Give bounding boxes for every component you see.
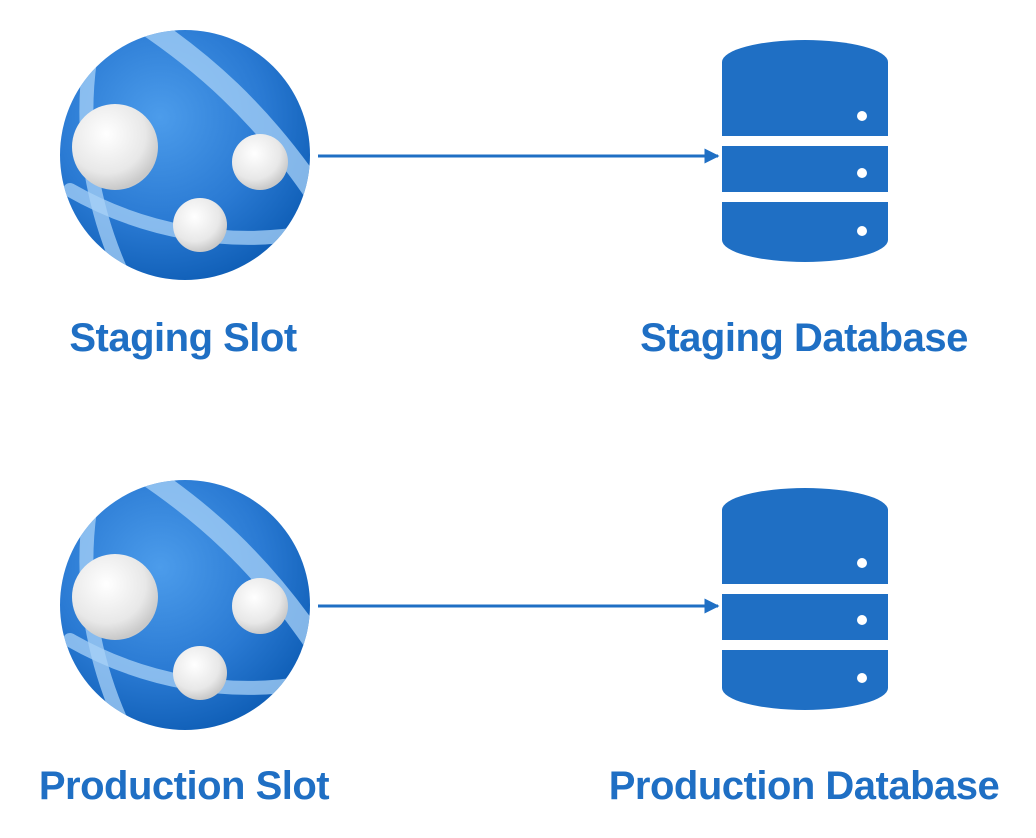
staging-database-label: Staging Database xyxy=(640,316,968,360)
production-database-icon xyxy=(722,488,888,710)
production-slot-label: Production Slot xyxy=(38,764,330,808)
staging-slot-label: Staging Slot xyxy=(69,316,297,360)
staging-database-icon xyxy=(722,40,888,262)
staging-slot-icon xyxy=(60,30,310,280)
production-slot-icon xyxy=(60,480,310,730)
production-database-label: Production Database xyxy=(608,764,1000,808)
